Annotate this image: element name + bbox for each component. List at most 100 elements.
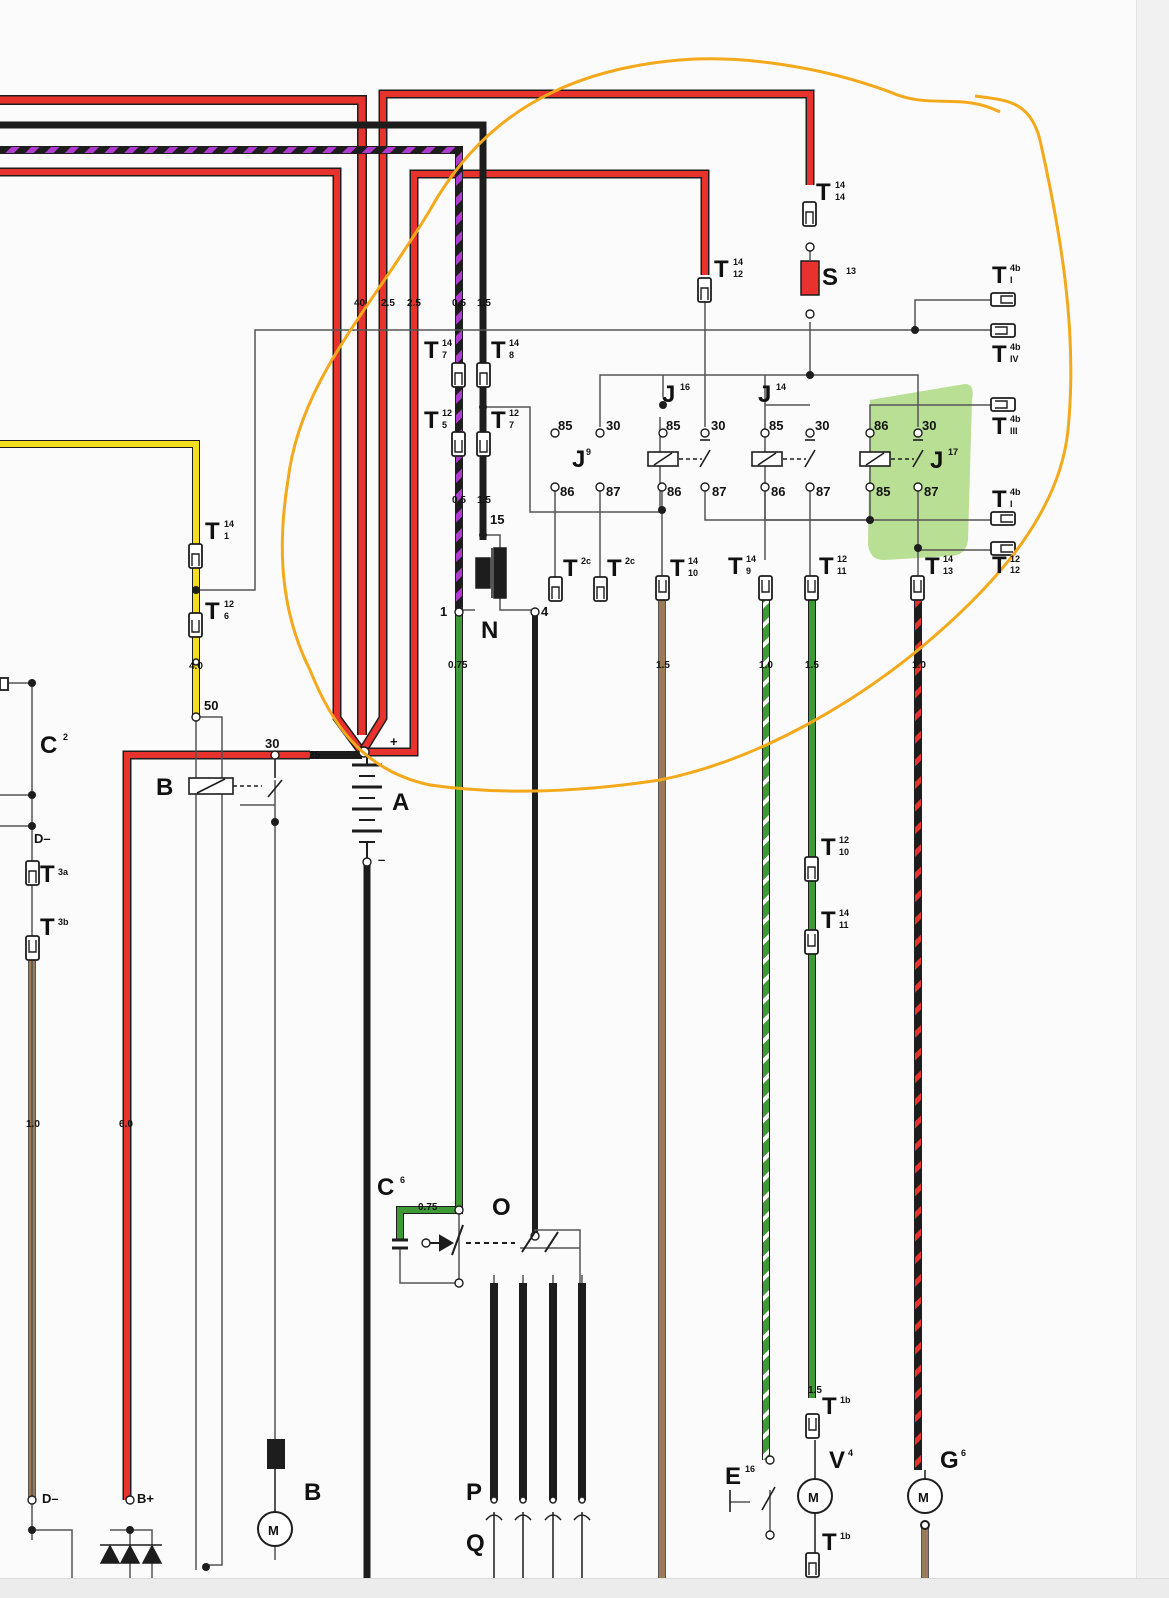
conn-t14-7: [451, 362, 466, 388]
starter-solenoid: [188, 755, 283, 798]
svg-text:M: M: [268, 1523, 279, 1538]
connector-pins: [28, 211, 1013, 1575]
svg-text:T: T: [821, 907, 836, 934]
svg-text:T: T: [816, 179, 831, 206]
svg-text:+: +: [390, 734, 398, 749]
svg-text:M: M: [808, 1490, 819, 1505]
relay-labels: J 9 J 16 J 14 J 17: [572, 381, 958, 474]
svg-text:87: 87: [712, 484, 726, 499]
svg-text:E: E: [725, 1463, 741, 1490]
svg-text:I: I: [1010, 275, 1013, 285]
svg-text:B+: B+: [137, 1491, 154, 1506]
svg-text:14: 14: [943, 554, 953, 564]
svg-text:1.5: 1.5: [656, 660, 670, 671]
svg-text:7: 7: [442, 350, 447, 360]
svg-text:8: 8: [509, 350, 514, 360]
svg-text:16: 16: [745, 1464, 755, 1474]
svg-text:C: C: [377, 1174, 394, 1201]
svg-text:III: III: [1010, 426, 1018, 436]
svg-text:T: T: [992, 262, 1007, 289]
svg-text:J: J: [662, 381, 675, 408]
svg-text:1.0: 1.0: [26, 1119, 40, 1130]
conn-t12-6: [188, 612, 203, 638]
svg-text:V: V: [829, 1447, 845, 1474]
svg-text:5: 5: [442, 420, 447, 430]
capacitor-distributor: [392, 1224, 559, 1256]
svg-text:9: 9: [746, 566, 751, 576]
svg-text:13: 13: [943, 566, 953, 576]
terminal-circles: [27, 242, 923, 1540]
conn-t12-10: [804, 856, 819, 882]
svg-text:86: 86: [771, 484, 785, 499]
conn-t14-9: [758, 575, 773, 601]
svg-text:87: 87: [606, 484, 620, 499]
svg-text:6.0: 6.0: [119, 1119, 133, 1130]
conn-t3a: [25, 860, 40, 886]
svg-text:J: J: [930, 447, 943, 474]
svg-text:12: 12: [509, 408, 519, 418]
wire-red-starter: [122, 750, 310, 1500]
switch-e16: [729, 1486, 776, 1512]
svg-text:4: 4: [541, 604, 549, 619]
svg-text:12: 12: [1010, 565, 1020, 575]
svg-text:11: 11: [839, 920, 849, 930]
wire-black-15: [0, 121, 487, 520]
conn-t14-1: [188, 543, 203, 569]
svg-text:12: 12: [224, 599, 234, 609]
bottom-bar: [0, 1578, 1169, 1598]
svg-text:T: T: [491, 407, 506, 434]
svg-text:N: N: [481, 617, 498, 644]
conn-t4b-i-low: [990, 511, 1016, 526]
svg-text:30: 30: [922, 418, 936, 433]
svg-text:4.0: 4.0: [189, 661, 203, 672]
svg-text:12: 12: [733, 269, 743, 279]
ignition-coil: [475, 547, 507, 599]
svg-text:50: 50: [204, 698, 218, 713]
svg-text:T: T: [40, 861, 55, 888]
svg-text:3b: 3b: [58, 917, 69, 927]
svg-text:T: T: [424, 407, 439, 434]
svg-text:T: T: [992, 552, 1007, 579]
svg-text:15: 15: [490, 512, 504, 527]
svg-text:85: 85: [769, 418, 783, 433]
page-edge: [1136, 0, 1169, 1597]
svg-text:D–: D–: [34, 831, 51, 846]
svg-text:0.5: 0.5: [452, 298, 466, 309]
svg-text:4b: 4b: [1010, 487, 1021, 497]
svg-text:C: C: [40, 732, 57, 759]
svg-text:4b: 4b: [1010, 263, 1021, 273]
svg-text:T: T: [491, 337, 506, 364]
yellow-wire: [0, 440, 200, 717]
svg-text:86: 86: [667, 484, 681, 499]
spark-plugs: [485, 1496, 591, 1578]
svg-text:T: T: [819, 553, 834, 580]
svg-text:1b: 1b: [840, 1395, 851, 1405]
conn-t2c-b: [593, 576, 608, 602]
svg-text:T: T: [992, 413, 1007, 440]
conn-t14-8: [476, 362, 491, 388]
svg-text:T: T: [607, 555, 622, 582]
conn-t2c-a: [548, 576, 563, 602]
svg-text:IV: IV: [1010, 354, 1019, 364]
conn-t14-10: [655, 575, 670, 601]
fuse-s13: [800, 260, 820, 296]
svg-text:J: J: [572, 446, 585, 473]
svg-text:85: 85: [666, 418, 680, 433]
conn-t1b-b: [805, 1552, 820, 1578]
svg-text:0.75: 0.75: [448, 660, 468, 671]
pin-labels: 85 30 86 87 85 30 86 87 85 30 86 87 86 3…: [34, 418, 938, 1506]
svg-text:87: 87: [816, 484, 830, 499]
conn-t12-11: [804, 575, 819, 601]
svg-text:T: T: [822, 1393, 837, 1420]
svg-text:11: 11: [837, 566, 847, 576]
svg-text:T: T: [992, 486, 1007, 513]
